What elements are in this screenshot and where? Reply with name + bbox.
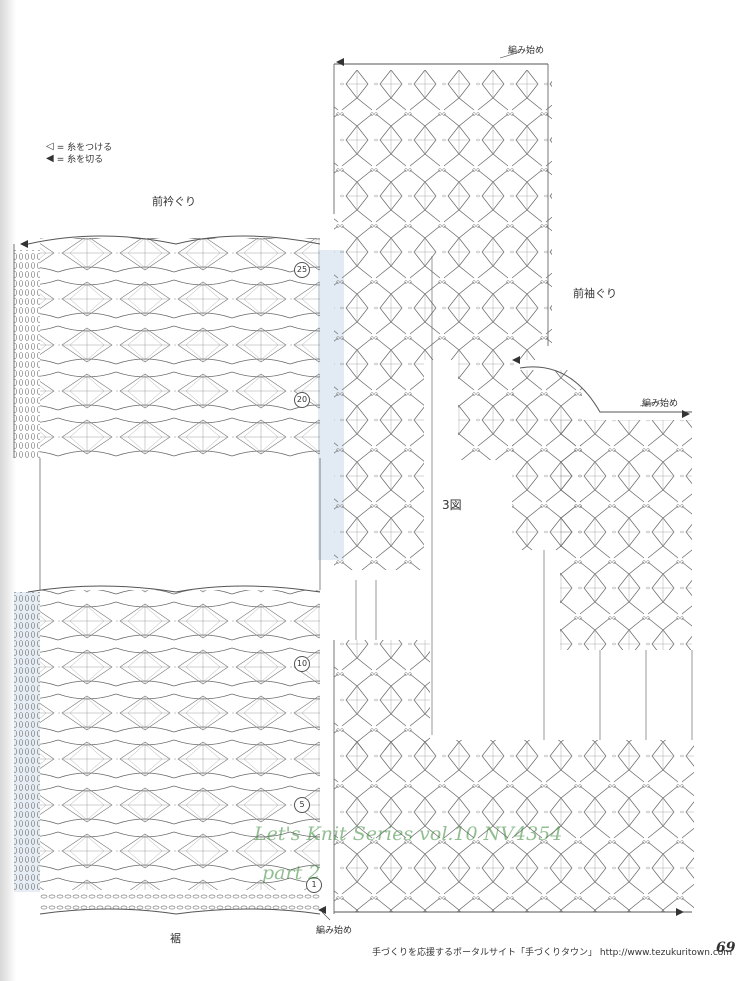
legend-cut: ◀ = 糸を切る (46, 152, 103, 165)
front-armhole-label: 前袖ぐり (573, 287, 617, 300)
page-number: 69 (716, 940, 736, 956)
legend-cut-text: = 糸を切る (56, 155, 104, 165)
legend-attach-text: = 糸をつける (56, 143, 113, 153)
cut-thread-icon: ◀ (46, 152, 54, 164)
hem-label: 裾 (170, 932, 181, 945)
start-label-right: 編み始め (642, 399, 679, 409)
left-panel-top (13, 235, 344, 590)
attach-thread-icon: ◁ (46, 140, 54, 152)
center-strip (333, 63, 552, 735)
bottom-wide-block (333, 640, 694, 914)
left-panel-bottom (14, 585, 321, 915)
front-neckline-label: 前衿ぐり (152, 195, 196, 208)
figure-label: 3図 (442, 498, 462, 512)
row-number-25: 25 (294, 262, 310, 278)
watermark-line2: part 2 (262, 862, 321, 884)
start-label-top: 編み始め (508, 46, 545, 56)
row-number-10: 10 (294, 656, 310, 672)
watermark-line1: Let's Knit Series vol.10 NV4354 (254, 823, 563, 845)
row-number-5: 5 (294, 797, 310, 813)
page-gutter (0, 0, 16, 981)
start-label-bottom: 編み始め (316, 926, 353, 936)
thread-markers (20, 58, 690, 916)
footer-text: 手づくりを応援するポータルサイト「手づくりタウン」 http://www.tez… (372, 948, 733, 958)
row-number-1: 1 (306, 877, 322, 893)
leader-lines (321, 51, 663, 921)
legend-attach: ◁ = 糸をつける (46, 140, 112, 153)
row-number-20: 20 (294, 392, 310, 408)
right-block (512, 366, 693, 740)
